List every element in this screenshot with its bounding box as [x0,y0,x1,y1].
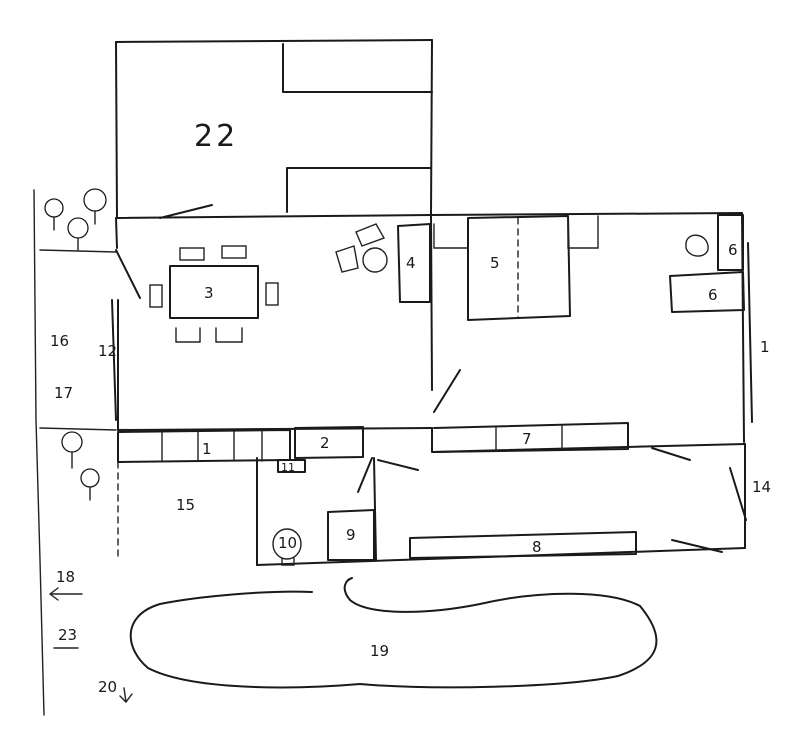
door-14 [729,467,747,521]
label-11: 11 [281,461,295,474]
dining-table-3 [149,245,279,343]
label-4: 4 [406,254,416,272]
door-hall [377,459,419,471]
left-wall [115,217,118,249]
counter-7 [433,422,629,453]
bench-8 [409,531,637,559]
label-2: 2 [320,434,330,452]
bath-wall [373,457,377,561]
unit-6-bottom [669,271,745,313]
label-15: 15 [176,496,195,514]
tree-icons-upper [44,188,107,251]
label-17: 17 [54,384,73,402]
label-1b: 1 [760,338,770,356]
label-6b: 6 [708,286,718,304]
armchairs [335,223,388,273]
window-left [111,299,117,421]
bed-5 [433,215,599,321]
label-23: 23 [58,626,77,644]
tree-icons-lower [61,431,100,501]
door-lower-right [671,539,723,553]
living-bottom-wall [117,427,433,431]
label-1: 1 [202,440,212,458]
unit-6-top [717,214,744,271]
label-22: 22 [194,119,238,154]
label-19: 19 [370,642,389,660]
unit-2 [294,426,364,459]
label-10: 10 [278,534,297,552]
toilet-10 [272,528,302,566]
label-6a: 6 [728,241,738,259]
label-3: 3 [204,284,214,302]
arrow-18 [49,587,83,601]
middle-wall [430,214,433,391]
fence-upper [39,249,117,253]
label-9: 9 [346,526,356,544]
pond-19 [129,577,658,689]
main-top-wall [115,212,743,219]
door-middle [433,369,461,413]
door-left [115,249,141,299]
label-14: 14 [752,478,771,496]
round-object [685,234,709,257]
label-8: 8 [532,538,542,556]
door-bath [357,457,373,493]
label-18: 18 [56,568,75,586]
label-20: 20 [98,678,117,696]
door-14-upper [651,447,691,461]
label-16: 16 [50,332,69,350]
unit-9 [327,509,375,561]
room-22 [115,39,433,219]
left-boundary-line [33,189,45,716]
unit-4 [397,223,431,303]
label-7: 7 [522,430,532,448]
label-5: 5 [490,254,500,272]
wing-bottom-wall [431,427,746,453]
window-right [747,242,753,423]
arrow-20 [119,687,133,704]
fence-lower [39,427,117,431]
label-12: 12 [98,342,117,360]
unit-11 [277,459,306,473]
